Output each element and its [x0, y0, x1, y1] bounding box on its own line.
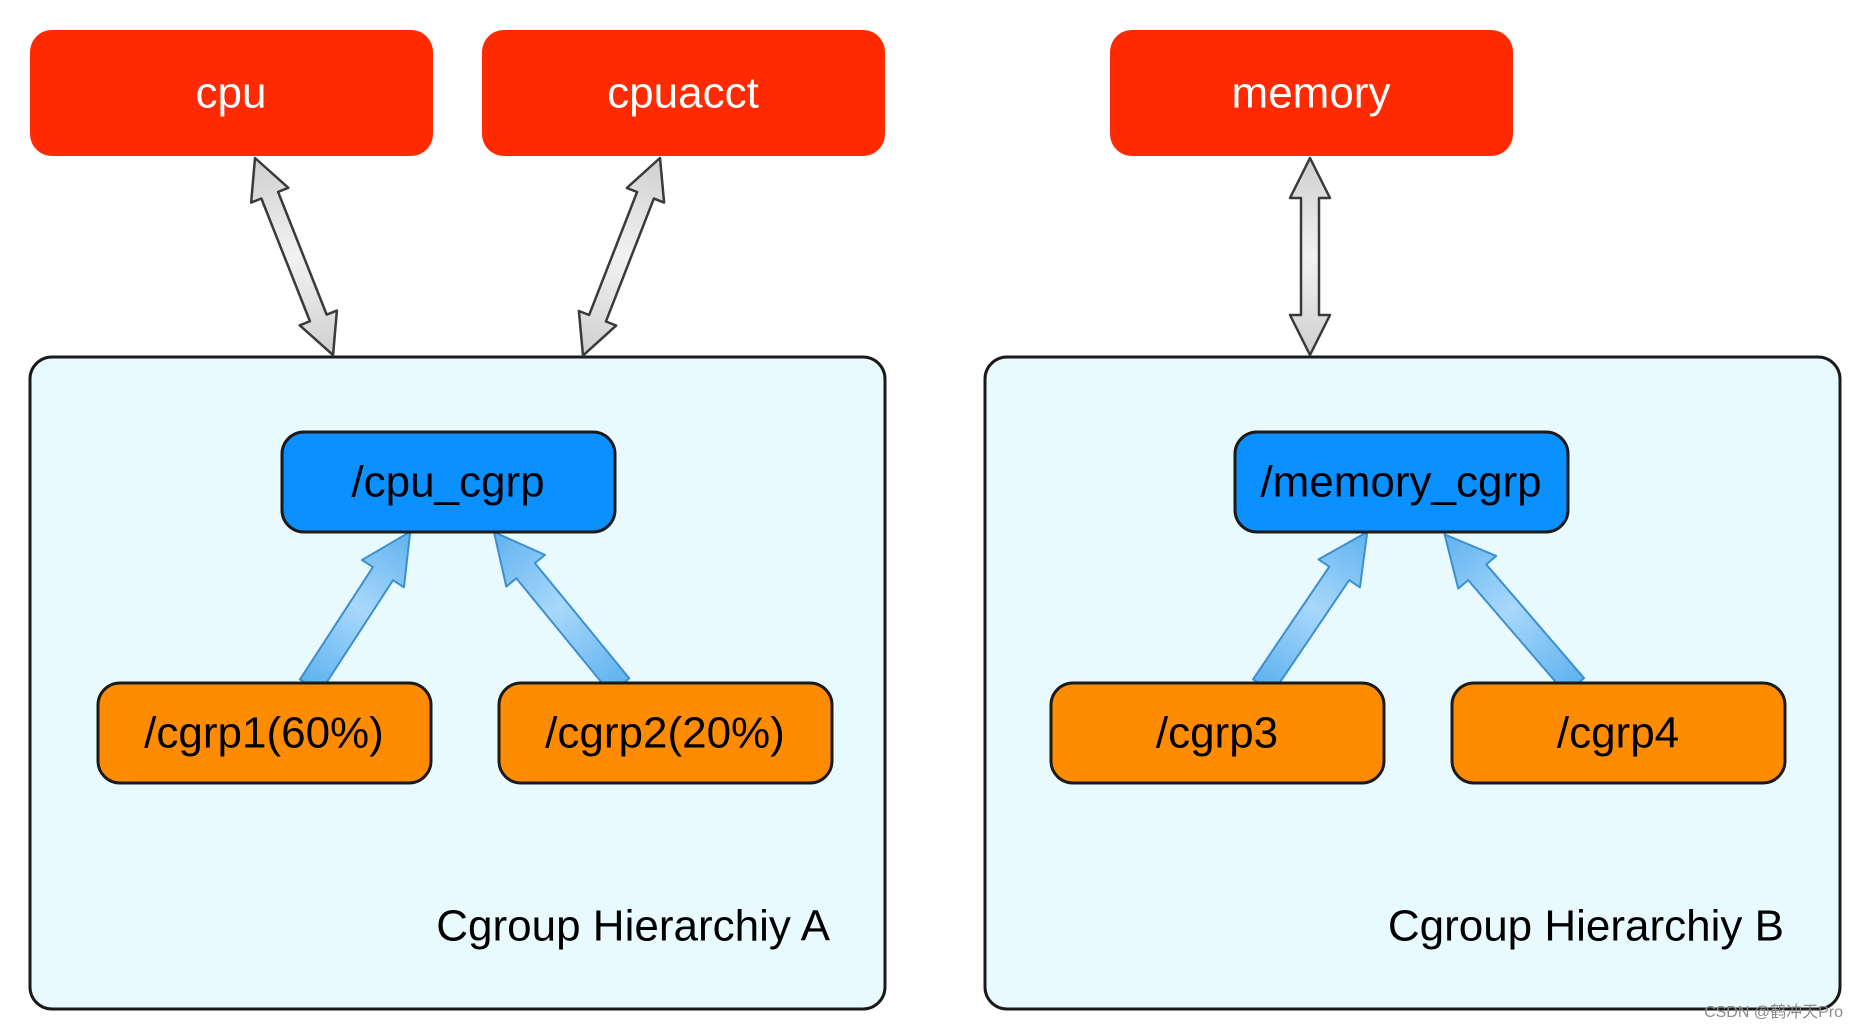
- cgroup-cgrp1: /cgrp1(60%): [96, 681, 433, 785]
- cgroup-cpu-cgrp: /cpu_cgrp: [280, 430, 617, 534]
- cgroup-cgrp4-label: /cgrp4: [1557, 709, 1679, 758]
- cgroup-memory-cgrp: /memory_cgrp: [1233, 430, 1570, 534]
- cgroup-cgrp1-label: /cgrp1(60%): [144, 709, 384, 758]
- hierarchy-a-box: [28, 355, 887, 1011]
- cgrp1-to-cpu-cgrp-arrow: [298, 530, 412, 694]
- cgroup-cgrp4: /cgrp4: [1450, 681, 1787, 785]
- subsystem-cpuacct: cpuacct: [482, 30, 885, 156]
- cpuacct-attach-double-arrow: [577, 156, 666, 357]
- cgrp2-to-cpu-cgrp-arrow: [492, 531, 631, 695]
- cpu-attach-double-arrow: [249, 156, 339, 357]
- cgroup-cgrp2-label: /cgrp2(20%): [545, 709, 785, 758]
- memory-attach-double-arrow: [1288, 156, 1332, 357]
- subsystem-memory: memory: [1110, 30, 1513, 156]
- cgroup-cpu-cgrp-label: /cpu_cgrp: [351, 458, 544, 507]
- hierarchy-a-label: Cgroup Hierarchiy A: [436, 902, 830, 951]
- cgrp3-to-memory-cgrp-arrow: [1252, 530, 1369, 694]
- watermark-text: CSDN @鹤冲天Pro: [1704, 1004, 1843, 1021]
- subsystem-cpu: cpu: [30, 30, 433, 156]
- cgroup-cgrp3: /cgrp3: [1049, 681, 1386, 785]
- cgroup-memory-cgrp-label: /memory_cgrp: [1260, 458, 1541, 507]
- cgrp4-to-memory-cgrp-arrow: [1443, 533, 1586, 695]
- cgroup-cgrp3-label: /cgrp3: [1156, 709, 1278, 758]
- hierarchy-b-box: [983, 355, 1842, 1011]
- subsystem-cpuacct-label: cpuacct: [607, 69, 759, 118]
- cgroup-cgrp2: /cgrp2(20%): [497, 681, 834, 785]
- subsystem-cpu-label: cpu: [196, 69, 267, 118]
- hierarchy-b-label: Cgroup Hierarchiy B: [1388, 902, 1784, 951]
- subsystem-memory-label: memory: [1232, 69, 1391, 118]
